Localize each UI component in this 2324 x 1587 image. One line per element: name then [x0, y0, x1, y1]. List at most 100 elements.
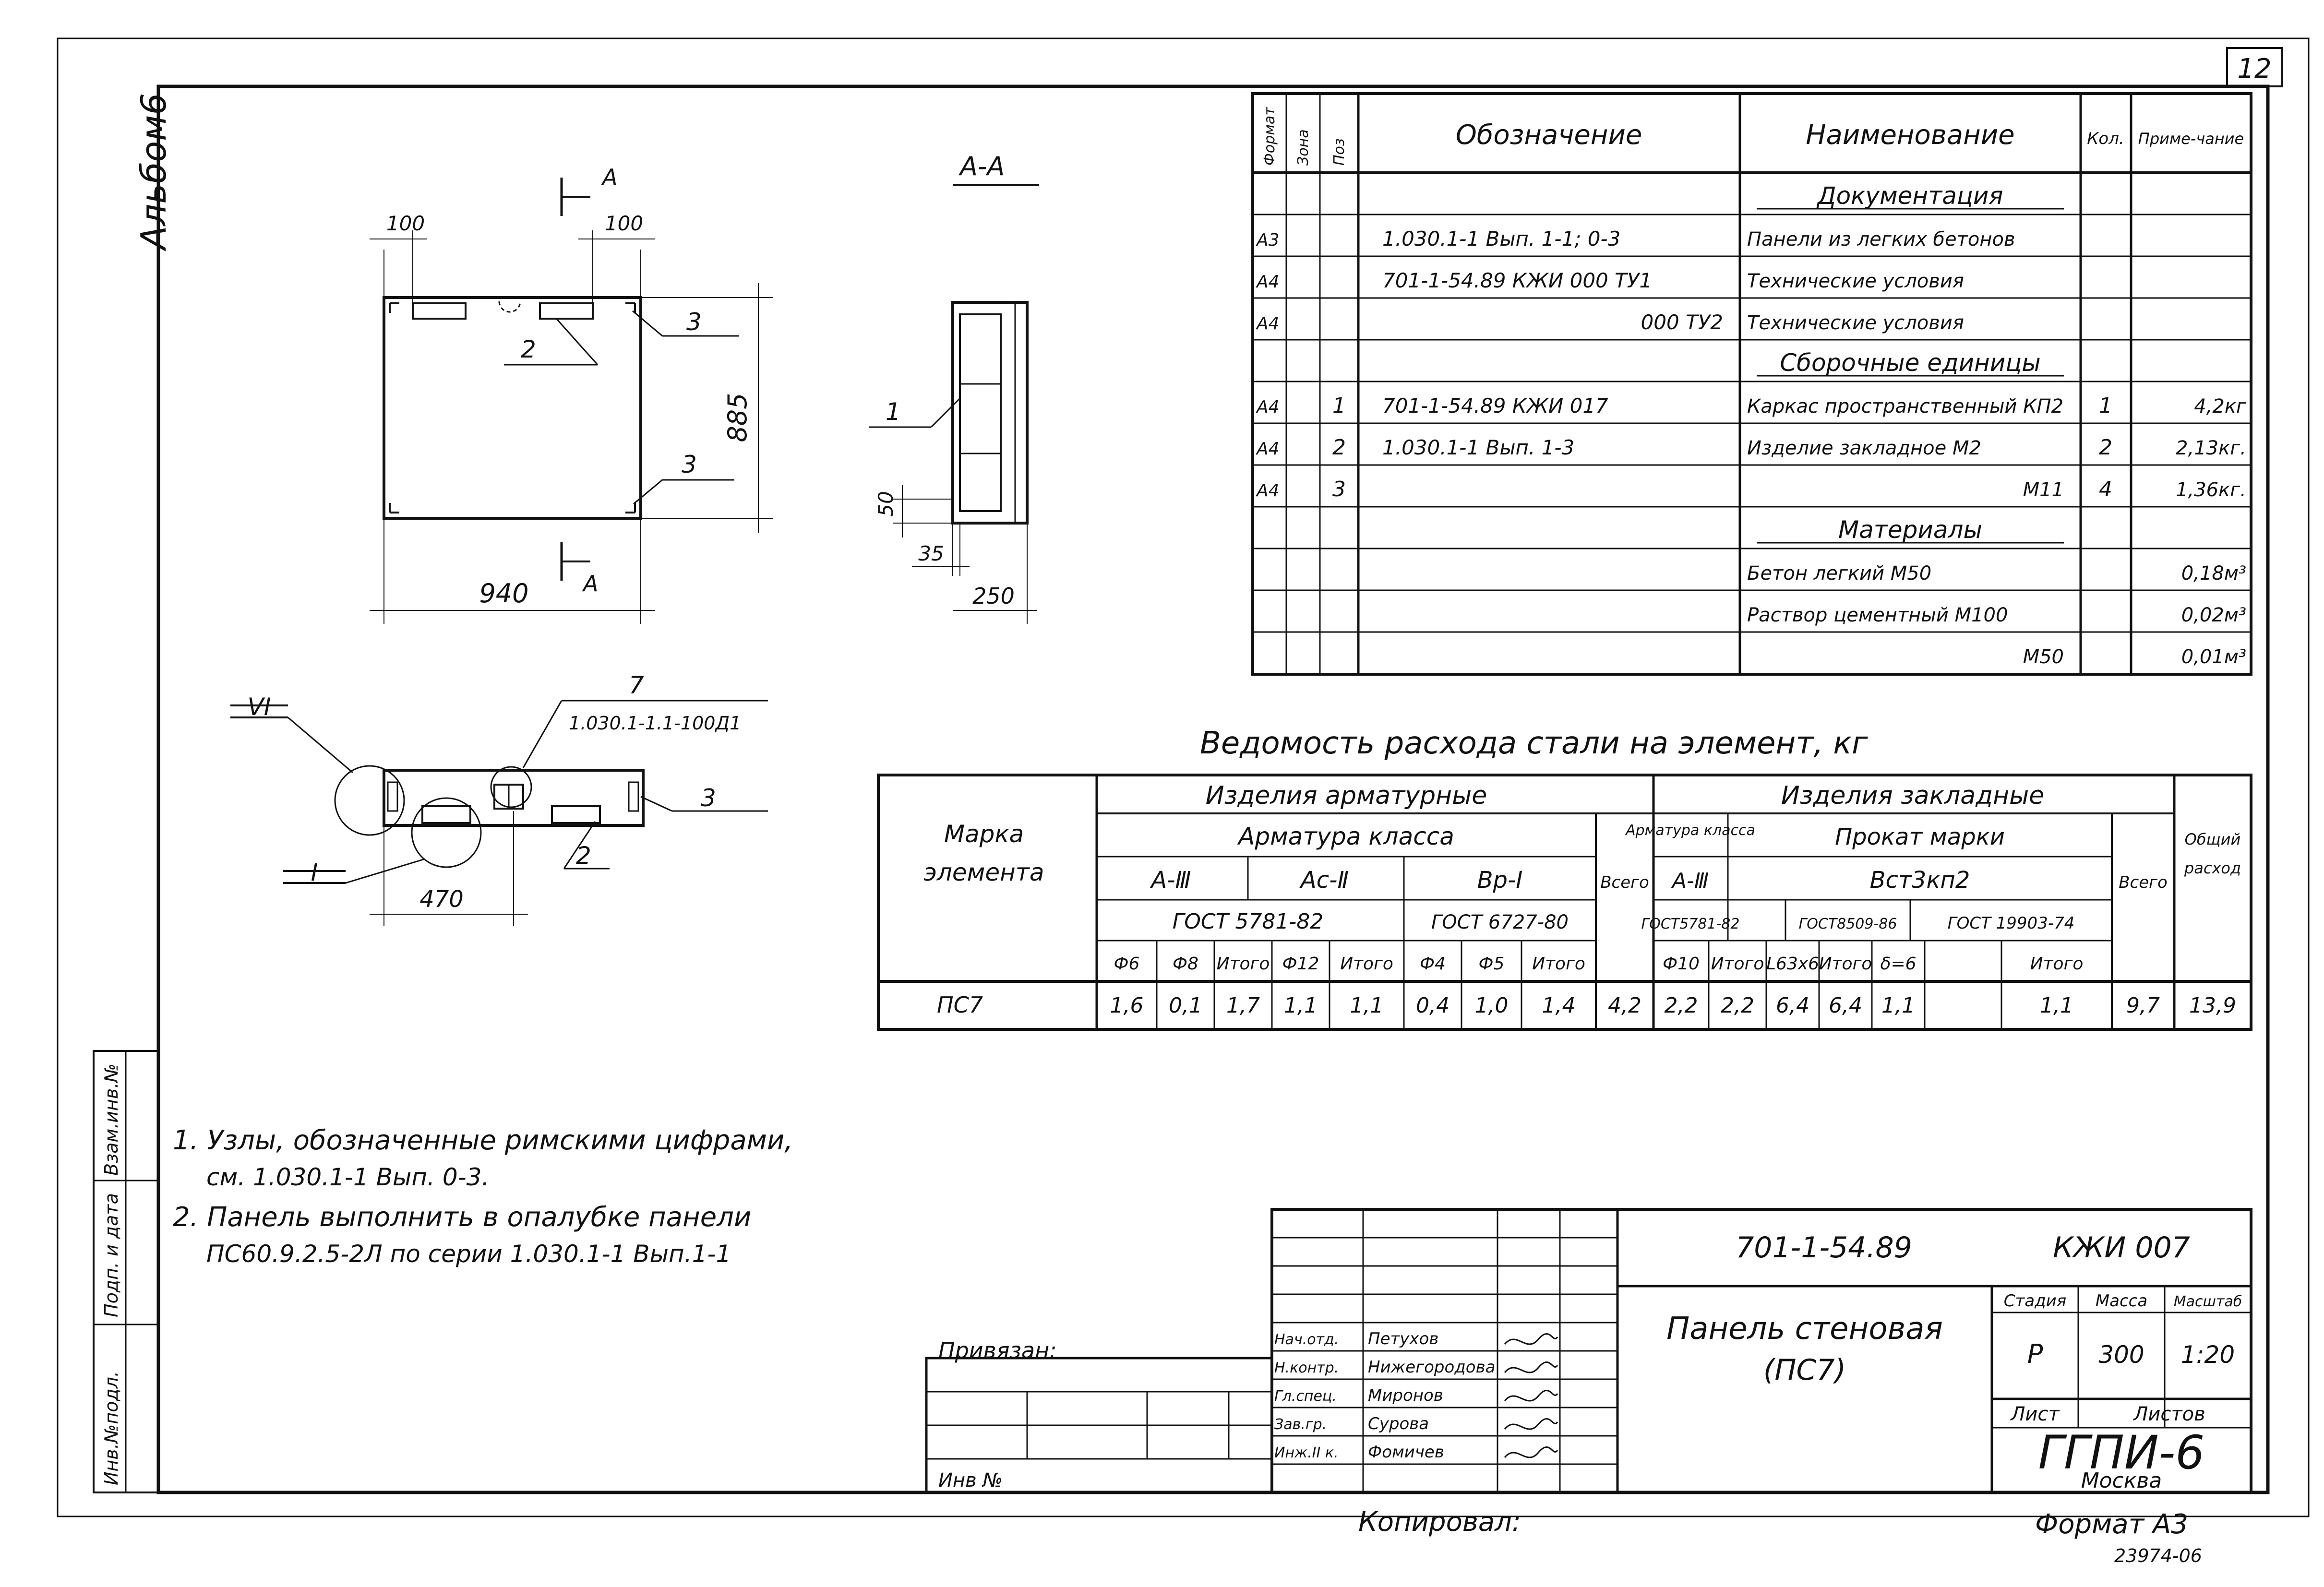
steel-col-label: Ф6 [1114, 954, 1140, 974]
spec-name: Бетон легкий М50 [1747, 562, 1931, 585]
callout-3-front-bottom: 3 [682, 451, 697, 478]
sheets-label: Листов [2132, 1403, 2205, 1425]
callout-2-front: 2 [521, 335, 536, 363]
section-title: А-А [958, 151, 1005, 181]
spec-qty: 1 [2099, 394, 2112, 418]
spec-row: Материалы [1757, 516, 2064, 544]
steel-col-label: Ф5 [1479, 954, 1505, 974]
signature [1504, 1418, 1558, 1430]
steel-col-label: Итого [2030, 954, 2084, 974]
sheet-number: 12 [2237, 53, 2271, 84]
g2-gost-2: ГОСТ8509-86 [1799, 916, 1897, 932]
overall-header-1: Общий [2185, 830, 2241, 848]
copied-label: Копировал: [1358, 1506, 1521, 1538]
steel-value: 1,1 [1881, 993, 1915, 1018]
spec-name: Раствор цементный М100 [1747, 604, 2008, 626]
stamp-code: 701-1-54.89 [1736, 1231, 1912, 1265]
spec-header-format: Формат [1261, 107, 1278, 166]
spec-name: М50 [2023, 646, 2064, 668]
spec-format: А4 [1256, 397, 1280, 417]
callout-7: 7 [629, 671, 644, 699]
spec-section-heading: Документация [1817, 182, 2003, 210]
spec-note: 1,36кг. [2176, 479, 2246, 501]
outer-frame [57, 37, 2310, 1517]
g1-gost-1: ГОСТ 5781-82 [1173, 909, 1324, 934]
steel-value: 1,1 [1284, 993, 1318, 1018]
node-VI: VI [248, 693, 271, 721]
spec-name: Технические условия [1747, 270, 1964, 292]
spec-format: А4 [1256, 439, 1280, 459]
steel-col-label: Ф4 [1420, 954, 1446, 974]
spec-header-qty: Кол. [2087, 129, 2124, 148]
section-mark-bottom: А [582, 571, 598, 597]
role-title: Н.контр. [1274, 1360, 1339, 1376]
spec-code: 701-1-54.89 КЖИ 017 [1382, 394, 1608, 418]
callout-1: 1 [886, 398, 901, 426]
dim-50: 50 [874, 491, 898, 516]
steel-col-label: Итого [1711, 954, 1764, 974]
stamp-title: Панель стеновая [1666, 1311, 1943, 1347]
g1-total-header: Всего [1600, 873, 1649, 892]
steel-col-label: Итого [1340, 954, 1393, 974]
title-block: Привязан: Инв № 701-1-54.89 КЖИ 007 Пане… [925, 1208, 2252, 1494]
sheet-label: Лист [2010, 1403, 2060, 1425]
signature [1504, 1333, 1558, 1345]
dim-470: 470 [419, 886, 464, 913]
spec-row: Сборочные единицы [1757, 349, 2064, 377]
role-title: Нач.отд. [1274, 1331, 1339, 1348]
spec-section-heading: Сборочные единицы [1780, 349, 2041, 377]
spec-name: М11 [2023, 479, 2064, 501]
panel-front-view: 100 100 А А 885 940 2 3 3 [370, 164, 773, 624]
signature [1504, 1390, 1558, 1402]
bound-label: Привязан: [938, 1337, 1057, 1363]
note-1: 1. Узлы, обозначенные римскими цифрами, [173, 1125, 793, 1156]
spec-header-note: Приме-чание [2138, 130, 2244, 148]
mass-value: 300 [2098, 1341, 2144, 1369]
notes: 1. Узлы, обозначенные римскими цифрами, … [173, 1125, 793, 1268]
role-title: Гл.спец. [1274, 1388, 1337, 1405]
spec-qty: 4 [2099, 477, 2112, 501]
steel-value: 1,1 [1350, 993, 1384, 1018]
g2-gost-1: ГОСТ5781-82 [1641, 916, 1740, 932]
note-2-cont: ПС60.9.2.5-2Л по серии 1.030.1-1 Вып.1-1 [206, 1240, 731, 1268]
spec-note: 0,01м³ [2181, 646, 2246, 668]
g2-steel: Вст3кп2 [1870, 867, 1970, 894]
spec-code: 701-1-54.89 КЖИ 000 ТУ1 [1382, 269, 1652, 292]
spec-format: А3 [1256, 230, 1280, 250]
g2-gost-3: ГОСТ 19903-74 [1948, 914, 2075, 933]
steel-col-label: Ф10 [1663, 954, 1700, 974]
stamp-code-2: КЖИ 007 [2053, 1231, 2190, 1265]
mass-label: Масса [2096, 1291, 2147, 1311]
spec-format: А4 [1256, 481, 1280, 501]
spec-code: 1.030.1-1 Вып. 1-3 [1382, 436, 1574, 459]
format-label: Формат А3 [2035, 1509, 2188, 1540]
g2-total-header: Всего [2119, 873, 2168, 892]
callout-3-front-top: 3 [686, 308, 702, 336]
spec-format: А4 [1256, 314, 1280, 334]
specification-table: Формат Зона Поз Обозначение Наименование… [1251, 92, 2252, 676]
note-2: 2. Панель выполнить в опалубке панели [173, 1202, 751, 1233]
steel-value: 0,4 [1416, 993, 1450, 1018]
spec-name: Технические условия [1747, 312, 1964, 334]
spec-row: Документация [1757, 182, 2064, 210]
dim-100-right: 100 [605, 212, 643, 235]
node-I: I [311, 859, 318, 886]
steel-col-label: L63x6 [1766, 954, 1819, 974]
scale-value: 1:20 [2181, 1341, 2235, 1369]
steel-col-label: Итого [1819, 954, 1872, 974]
role-name: Нижегородова [1368, 1358, 1495, 1377]
dim-885: 885 [722, 393, 753, 442]
left-margin-stamp: Взам.инв.№ Подп. и дата Инв.№подл. [93, 1050, 159, 1493]
signature [1504, 1361, 1558, 1373]
stage-value: Р [2027, 1339, 2043, 1369]
order-number: 23974-06 [2114, 1545, 2202, 1566]
role-name: Фомичев [1368, 1443, 1444, 1462]
spec-name: Изделие закладное М2 [1747, 437, 1981, 459]
panel-plan-view: VI I 7 1.030.1-1.1-100Д1 3 2 470 [230, 671, 768, 926]
steel-value: 9,7 [2126, 993, 2160, 1018]
role-name: Миронов [1368, 1386, 1443, 1405]
